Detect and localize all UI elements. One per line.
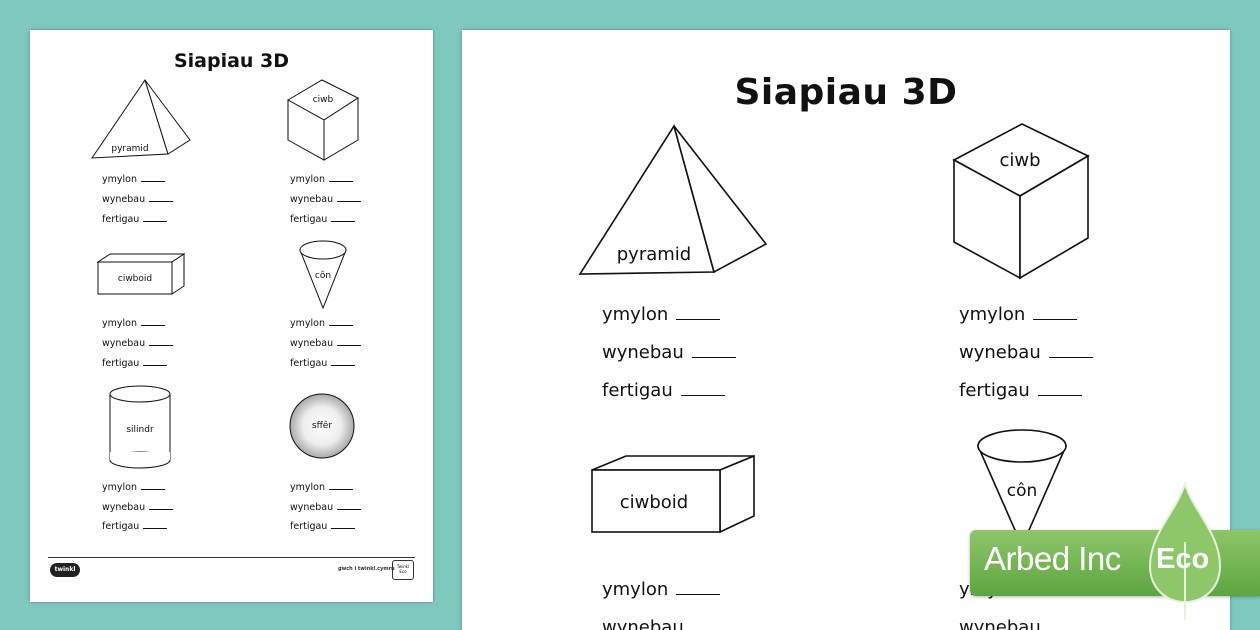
page-title: Siapiau 3D: [734, 72, 958, 113]
question-faces: wynebau: [290, 338, 362, 349]
question-vertices: fertigau: [290, 521, 356, 532]
question-vertices: fertigau: [290, 358, 356, 369]
question-vertices: fertigau: [602, 380, 725, 401]
sphere-shape: sffêr: [289, 393, 355, 459]
question-vertices: fertigau: [102, 358, 168, 369]
question-edges: ymylon: [959, 304, 1078, 325]
footer-badge-icon: Twinkl Eco: [392, 560, 414, 580]
question-edges: ymylon: [102, 482, 165, 493]
cube-label: ciwb: [313, 95, 334, 105]
cone-label: côn: [1007, 481, 1038, 501]
question-edges: ymylon: [290, 318, 353, 329]
eco-name: Arbed Inc: [984, 540, 1121, 577]
cube-shape: ciwb: [286, 79, 360, 161]
question-faces: wynebau: [102, 194, 174, 205]
question-vertices: fertigau: [102, 214, 168, 225]
cuboid-label: ciwboid: [620, 492, 688, 513]
pyramid-shape: pyramid: [91, 78, 191, 159]
footer-text: gwch i twinkl.cymru: [338, 566, 395, 572]
question-faces: wynebau: [290, 194, 362, 205]
footer-divider: [48, 557, 415, 558]
leaf-icon: [1148, 480, 1222, 620]
cylinder-shape: silindr: [109, 385, 171, 469]
cone-shape: côn: [299, 240, 347, 310]
pyramid-label: pyramid: [111, 144, 148, 154]
cube-label: ciwb: [999, 150, 1040, 171]
question-edges: ymylon: [102, 174, 165, 185]
cuboid-shape: ciwboid: [96, 253, 186, 295]
cone-label: côn: [315, 270, 331, 281]
question-edges: ymylon: [102, 318, 165, 329]
cube-shape: ciwb: [952, 123, 1090, 280]
sphere-label: sffêr: [312, 420, 332, 431]
eco-label: Eco: [1156, 543, 1210, 575]
question-faces: wynebau: [602, 617, 684, 630]
question-faces: wynebau: [959, 342, 1093, 363]
question-vertices: fertigau: [290, 214, 356, 225]
question-edges: ymylon: [290, 482, 353, 493]
worksheet-zoomed: Siapiau 3D pyramid ciwb ciwboid côn ymyl…: [462, 30, 1230, 630]
question-edges: ymylon: [602, 579, 721, 600]
twinkl-logo: twinkl: [50, 563, 80, 577]
pyramid-shape: pyramid: [578, 124, 768, 275]
question-faces: wynebau: [102, 338, 174, 349]
question-vertices: fertigau: [102, 521, 168, 532]
worksheet-thumbnail[interactable]: Siapiau 3D pyramid ciwb ciwboid côn sili…: [30, 30, 433, 602]
cylinder-label: silindr: [126, 425, 154, 435]
question-faces: wynebau: [602, 342, 736, 363]
question-vertices: fertigau: [959, 380, 1082, 401]
question-faces: wynebau: [959, 617, 1041, 630]
question-faces: wynebau: [290, 502, 362, 513]
question-faces: wynebau: [102, 502, 174, 513]
cone-shape: côn: [976, 429, 1068, 548]
page-title: Siapiau 3D: [173, 50, 290, 72]
cuboid-label: ciwboid: [118, 274, 152, 284]
question-edges: ymylon: [290, 174, 353, 185]
pyramid-label: pyramid: [617, 244, 691, 265]
question-edges: ymylon: [602, 304, 721, 325]
cuboid-shape: ciwboid: [591, 454, 755, 534]
